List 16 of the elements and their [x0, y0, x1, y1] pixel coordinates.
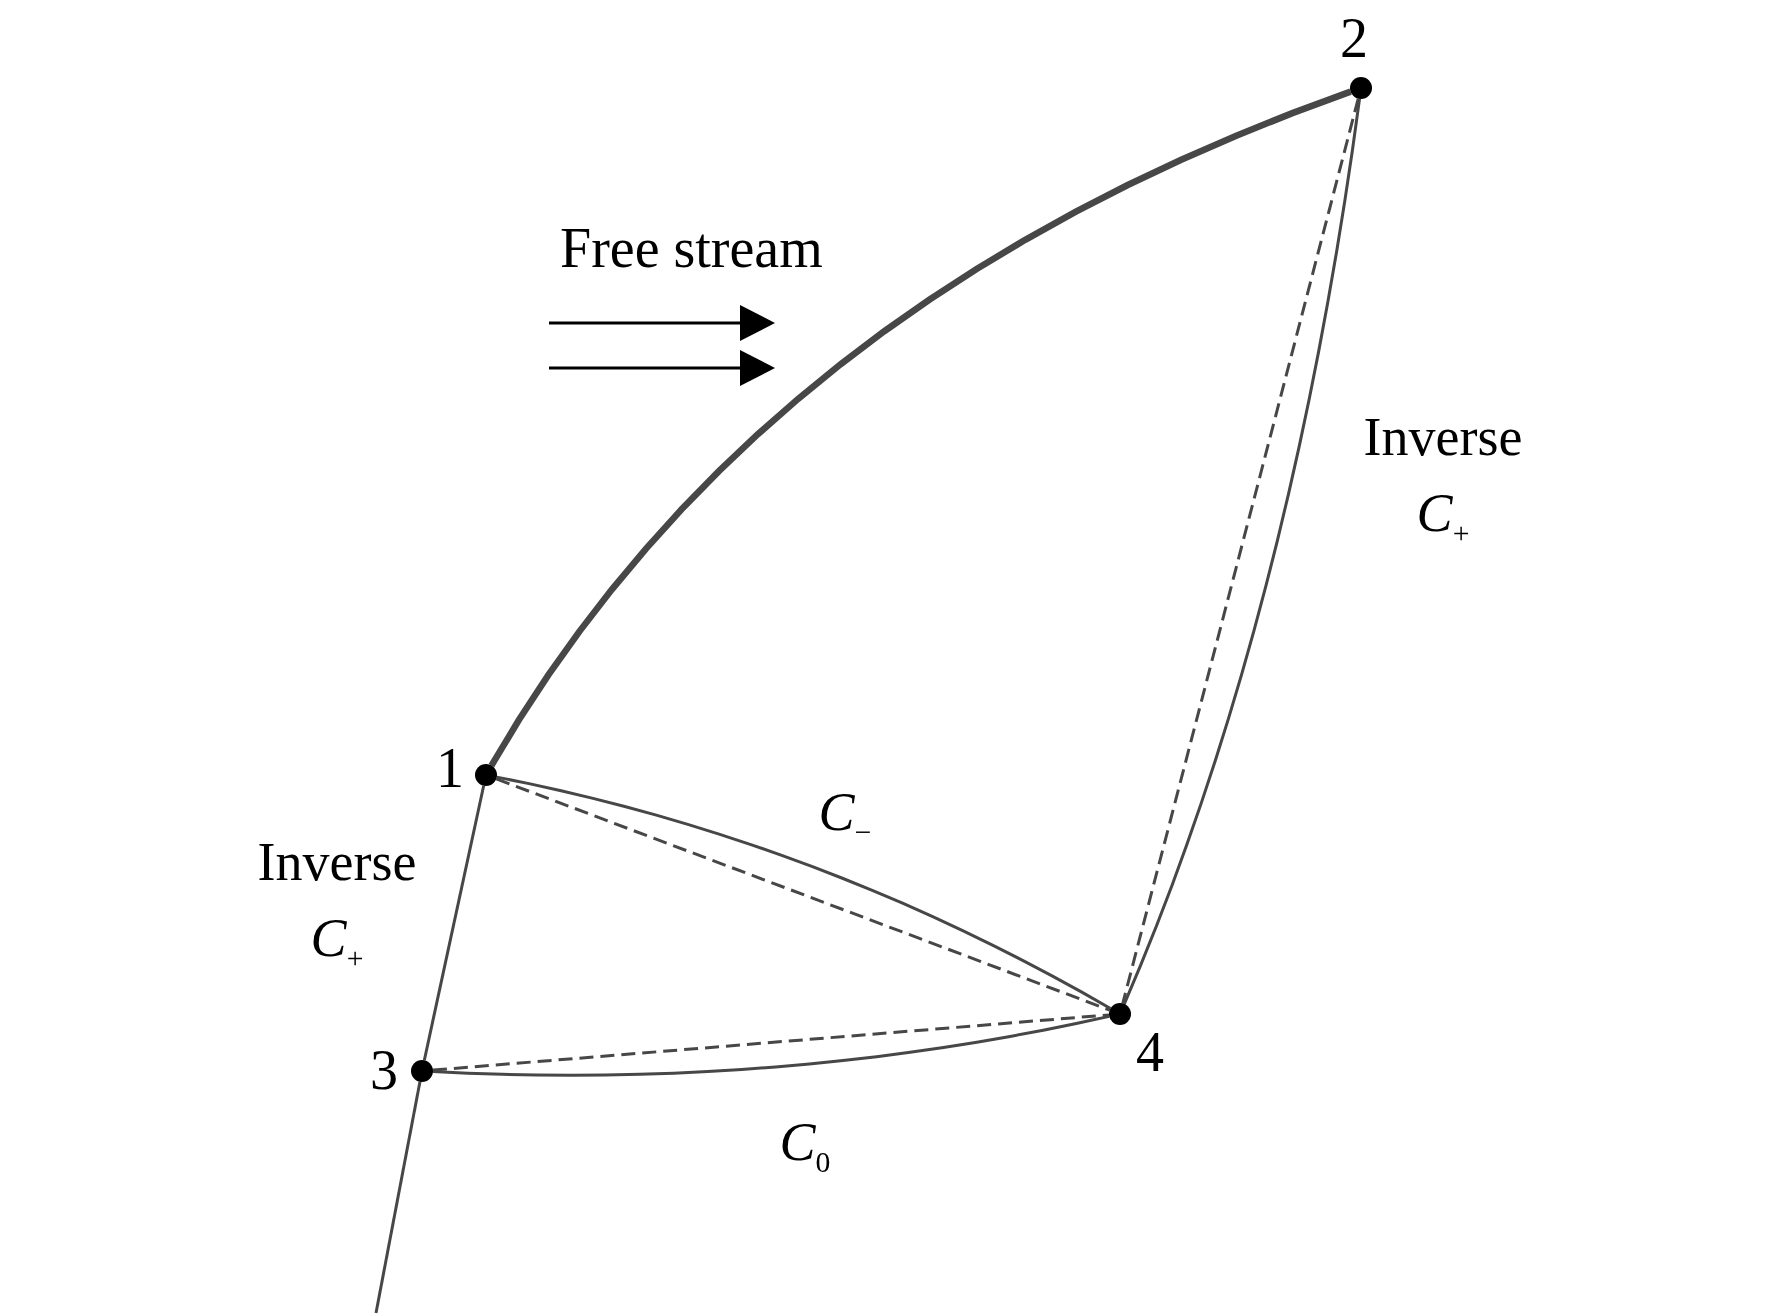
flow-label: Free stream — [560, 220, 823, 276]
point-dot — [475, 764, 497, 786]
point-number: 1 — [436, 740, 464, 796]
point-number: 3 — [370, 1042, 398, 1098]
edge-label: C$_{−}$ — [817, 781, 873, 850]
characteristic-line — [374, 1081, 422, 1314]
point-dot — [411, 1060, 433, 1082]
characteristic-line — [422, 785, 486, 1061]
point-dot — [1109, 1003, 1131, 1025]
characteristic-line — [488, 88, 1352, 768]
edge-label: Inverse C$_{+}$ — [256, 831, 418, 976]
point-number: 2 — [1340, 10, 1368, 66]
edge-label: C$_{0}$ — [778, 1111, 832, 1180]
point-number: 4 — [1136, 1024, 1164, 1080]
edge-label: Inverse C$_{+}$ — [1362, 406, 1524, 551]
point-dot — [1350, 77, 1372, 99]
